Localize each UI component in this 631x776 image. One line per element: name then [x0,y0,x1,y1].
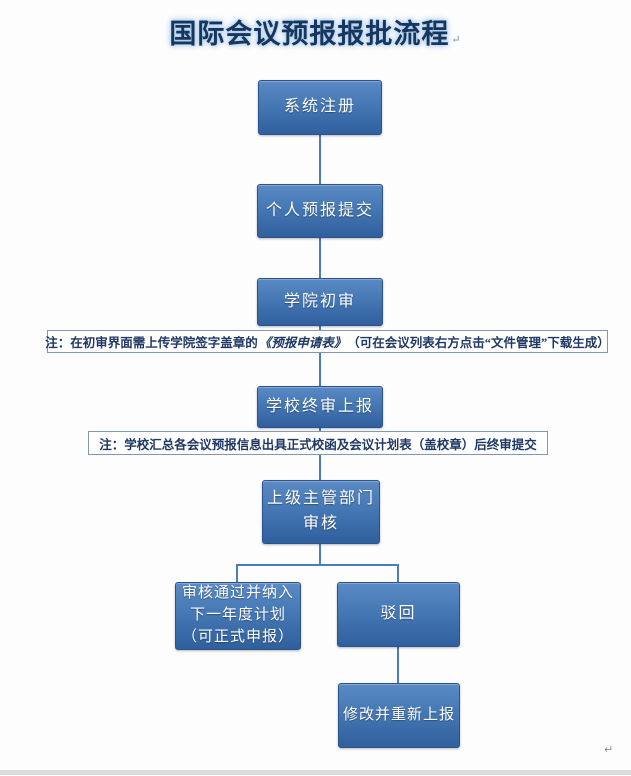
connector-branch-horizontal [236,564,399,566]
node-label-superior-review: 上级主管部门 审核 [266,490,375,532]
flow-node-superior-review: 上级主管部门 审核 [262,480,380,544]
node-label-resubmit: 修改并重新上报 [342,706,455,723]
node-label-rejected: 驳回 [380,605,417,623]
connector-branch-rejected [397,564,399,583]
connector-submit-college [319,237,321,279]
connector-superior-branch [319,543,321,566]
page-title: 国际会议预报报批流程↵ [0,12,631,51]
page-title-text: 国际会议预报报批流程 [169,19,450,49]
note-school-text: 注：学校汇总各会议预报信息出具正式校函及会议计划表（盖校章）后终审提交 [99,437,537,452]
connector-register-submit [319,134,321,185]
flow-node-register: 系统注册 [258,80,382,135]
note-college-form-name: 《预报申请表》 [258,336,347,350]
node-label-college-review: 学院初审 [283,292,356,310]
node-label-approved: 审核通过并纳入 下一年度计划 （可正式申报） [181,585,294,645]
flow-node-rejected: 驳回 [337,582,460,647]
node-label-submit: 个人预报提交 [265,201,374,219]
flow-node-submit: 个人预报提交 [257,184,383,238]
flow-node-college-review: 学院初审 [257,278,383,326]
connector-rejected-resubmit [397,646,399,684]
connector-branch-approved [236,564,238,583]
note-college-suffix: （可在会议列表右方点击“文件管理”下载生成） [347,336,610,350]
connector-college-school [319,324,321,388]
flow-node-approved: 审核通过并纳入 下一年度计划 （可正式申报） [175,582,301,650]
note-college-prefix: 注：在初审界面需上传学院签字盖章的 [45,336,258,350]
node-label-school-review: 学校终审上报 [265,397,374,415]
note-college-review: 注：在初审界面需上传学院签字盖章的《预报申请表》（可在会议列表右方点击“文件管理… [45,330,610,353]
node-label-register: 系统注册 [283,98,356,116]
flow-node-resubmit: 修改并重新上报 [338,683,460,748]
page-bottom-edge [0,770,631,775]
paragraph-mark-title: ↵ [451,34,462,46]
paragraph-mark-bottom: ↵ [604,743,614,756]
note-school-review: 注：学校汇总各会议预报信息出具正式校函及会议计划表（盖校章）后终审提交 [88,431,548,455]
flow-node-school-review: 学校终审上报 [257,386,383,428]
